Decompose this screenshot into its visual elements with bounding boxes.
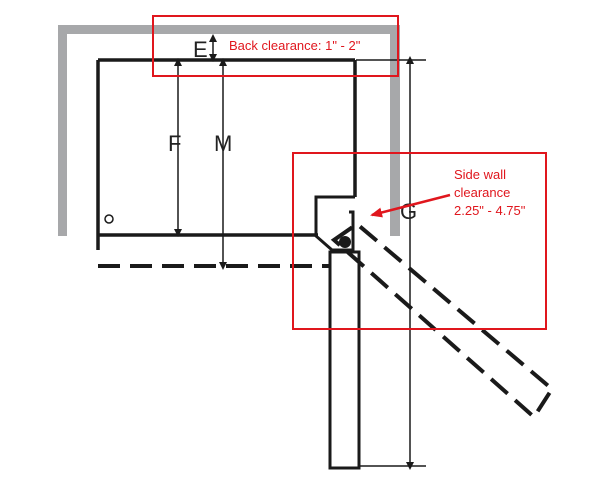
side-clearance-line1: Side wall	[454, 167, 506, 182]
side-clearance-box	[292, 152, 547, 330]
hinge-pin	[339, 236, 351, 248]
hinge-bracket	[314, 195, 355, 252]
hinge-dot	[104, 214, 114, 224]
dimension-m-label: M	[214, 131, 232, 156]
dimension-e-label: E	[193, 37, 208, 62]
door-open-angled-dashed	[330, 221, 555, 421]
back-clearance-label: Back clearance: 1" - 2"	[229, 38, 361, 53]
dimension-f-label: F	[168, 131, 181, 156]
dimension-lines	[174, 34, 426, 470]
door-open-90	[328, 250, 361, 470]
dimension-g-label: G	[400, 199, 417, 224]
side-clearance-line2: clearance	[454, 185, 510, 200]
back-clearance-box	[152, 15, 399, 77]
side-clearance-arrow	[370, 193, 451, 218]
side-clearance-line3: 2.25" - 4.75"	[454, 203, 526, 218]
